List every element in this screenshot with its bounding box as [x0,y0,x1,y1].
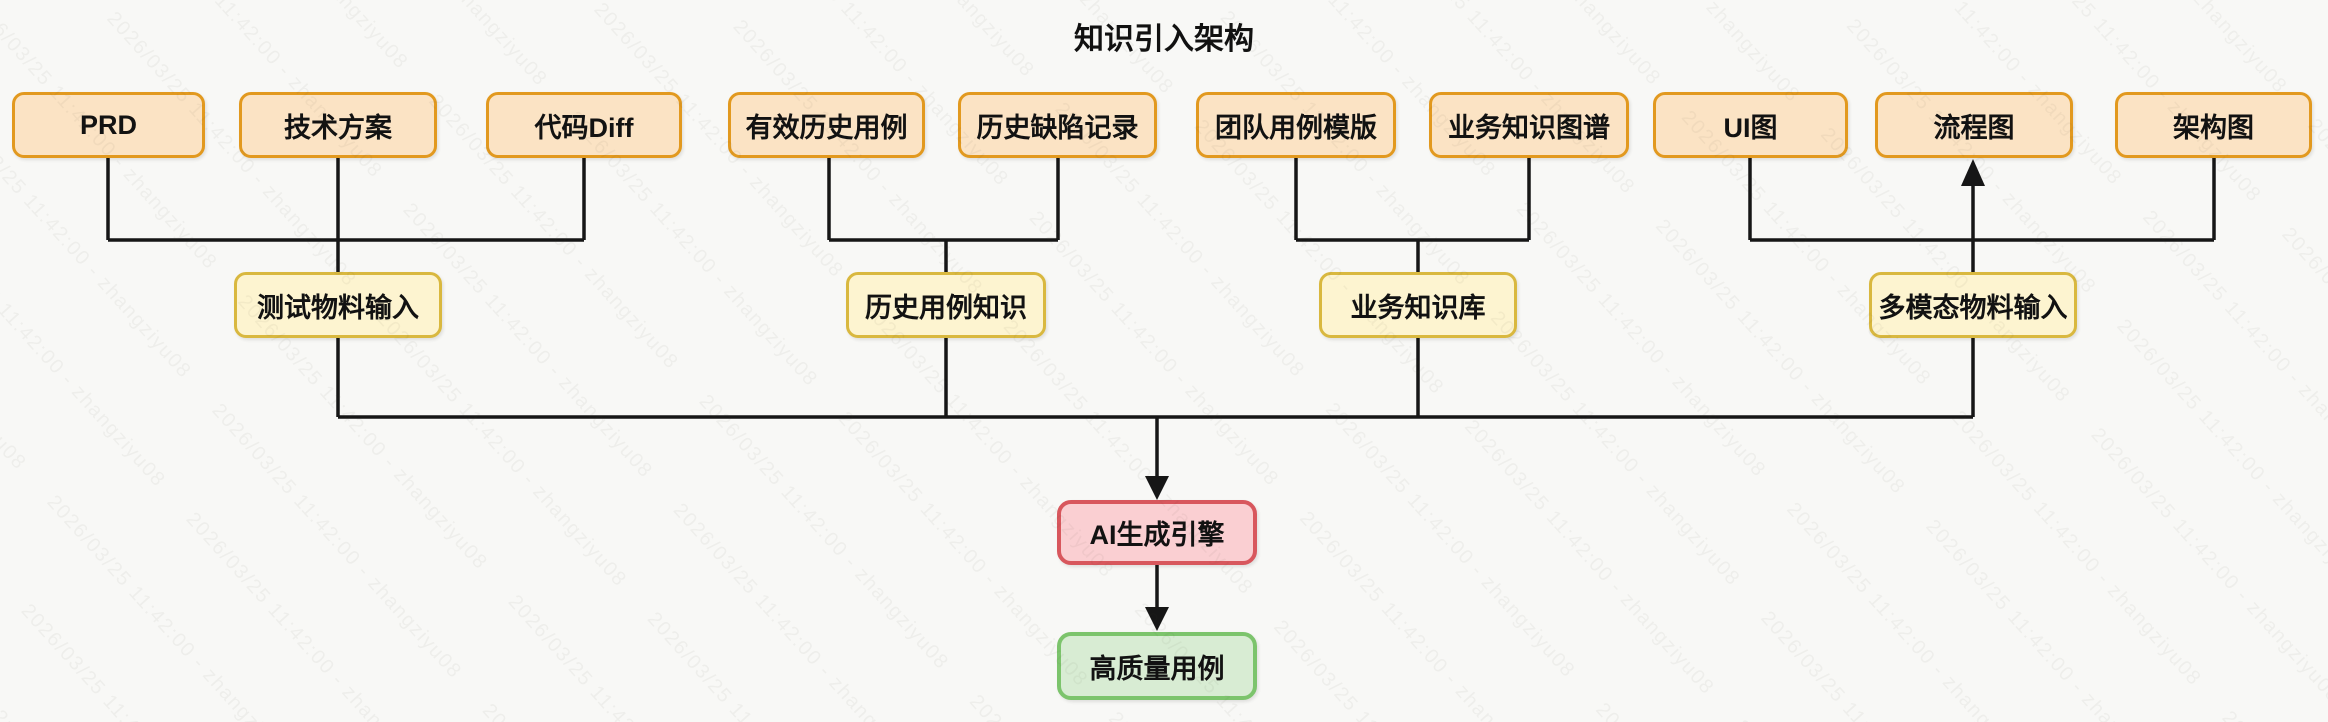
arrowhead-down-engine [1145,476,1169,500]
node-ui-diagram: UI图 [1653,92,1848,158]
arrowhead-up-flow-diagram [1961,159,1985,186]
node-business-knowledge-graph: 业务知识图谱 [1429,92,1629,158]
edge-group-test-material [106,158,586,417]
node-prd: PRD [12,92,205,158]
node-architecture-diagram: 架构图 [2115,92,2312,158]
diagram-title: 知识引入架构 [1074,23,1254,56]
node-multimodal-material-input: 多模态物料输入 [1869,272,2077,338]
node-code-diff: 代码Diff [486,92,682,158]
arrowhead-down-output [1145,607,1169,631]
node-flow-diagram: 流程图 [1875,92,2073,158]
node-business-knowledge-base: 业务知识库 [1319,272,1517,338]
node-history-case-knowledge: 历史用例知识 [846,272,1046,338]
node-test-material-input: 测试物料输入 [234,272,442,338]
node-ai-generation-engine: AI生成引擎 [1057,500,1257,565]
edge-group-multimodal [1748,158,2216,417]
node-valid-history-cases: 有效历史用例 [728,92,925,158]
node-tech-plan: 技术方案 [239,92,437,158]
node-high-quality-cases: 高质量用例 [1057,632,1257,700]
edge-group-history-case [827,158,1060,417]
edge-group-business-kb [1294,158,1531,417]
node-team-case-template: 团队用例模版 [1196,92,1396,158]
node-history-defect-records: 历史缺陷记录 [958,92,1157,158]
